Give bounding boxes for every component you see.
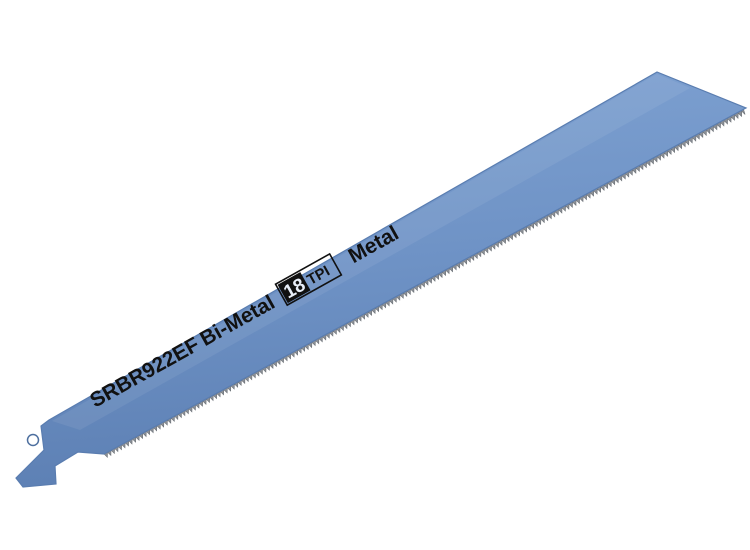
blade-body — [15, 71, 748, 488]
mounting-hole — [26, 433, 40, 447]
blade-highlight — [52, 74, 690, 430]
